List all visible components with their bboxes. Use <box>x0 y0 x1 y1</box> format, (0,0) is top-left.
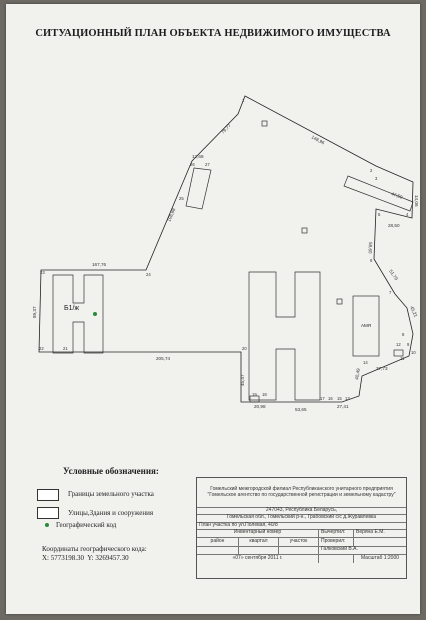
dist-4-5: 28,50 <box>388 223 400 228</box>
stamp-date: «07» сентября 2011 г. <box>197 554 319 563</box>
building-b1 <box>52 274 104 354</box>
legend-plot-boundary-swatch <box>37 489 59 501</box>
land-plot-boundary <box>38 95 414 403</box>
vertex-23: 23 <box>40 270 45 275</box>
structure-mark-4 <box>249 395 260 403</box>
vertex-17: 17 <box>320 396 325 401</box>
vertex-4: 4 <box>406 212 409 217</box>
dist-11-13: 27,41 <box>337 404 349 409</box>
building-label-shed: АМЯ <box>361 323 371 328</box>
dist-8-9: 27,73 <box>376 366 388 371</box>
stamp-address-2: Гомельская обл., Гомельский р-н., Грабов… <box>226 514 377 521</box>
legend-title: Условные обозначения: <box>63 466 159 476</box>
stamp-quarter: квартал <box>239 537 279 546</box>
stamp-section: участок <box>279 537 319 546</box>
stamp-org: Гомельский межгородской филиал Республик… <box>207 486 396 498</box>
vertex-6: 6 <box>370 258 373 263</box>
stamp-district: район <box>197 537 239 546</box>
dist-13-18: 53,65 <box>295 407 307 412</box>
geo-code-dot <box>93 312 97 316</box>
site-plan: Б1/ж АМЯ 148,96 47,50 14,06 28,50 59,60 … <box>32 95 419 412</box>
vertex-16: 16 <box>328 396 333 401</box>
dist-18-19: 20,98 <box>254 404 266 409</box>
vertex-24: 24 <box>146 272 151 277</box>
vertex-2: 2 <box>370 168 373 173</box>
x-label: X: <box>42 554 49 562</box>
stamp-address-1: 247043, Республика Беларусь, <box>265 507 338 513</box>
geo-code-icon <box>45 523 49 527</box>
dist-3-4: 14,06 <box>414 195 419 207</box>
vertex-18: 18 <box>262 392 267 397</box>
vertex-21: 21 <box>63 346 68 351</box>
dist-26-27: 12,68 <box>192 154 204 159</box>
coords-values: X: 5773198.30 Y: 3269457.30 <box>42 554 147 563</box>
dist-22-23: 89,37 <box>32 306 37 318</box>
vertex-7: 7 <box>389 290 392 295</box>
structure-mark-2 <box>301 227 308 234</box>
structure-mark-1 <box>261 120 268 127</box>
building-tiny <box>393 349 404 357</box>
dist-5-6: 59,60 <box>368 242 373 254</box>
title-block: Гомельский межгородской филиал Республик… <box>196 477 407 579</box>
legend-item-buildings: Улицы,Здания и сооружения <box>68 509 154 517</box>
structure-mark-3 <box>336 298 343 305</box>
vertex-20: 20 <box>242 346 247 351</box>
page-title: СИТУАЦИОННЫЙ ПЛАН ОБЪЕКТА НЕДВИЖИМОГО ИМ… <box>35 28 391 39</box>
building-main <box>248 271 321 401</box>
dist-6-7: 51,79 <box>388 269 399 282</box>
dist-27-1: 79,77 <box>220 123 232 135</box>
stamp-plot-plan: План участка по ул.Полевая, 40/8 <box>199 522 278 528</box>
stamp-checked-name: Галковский В.А. <box>321 546 358 553</box>
dist-1-2: 148,96 <box>311 134 326 145</box>
document-sheet: СИТУАЦИОННЫЙ ПЛАН ОБЪЕКТА НЕДВИЖИМОГО ИМ… <box>6 4 420 614</box>
building-small <box>185 167 212 210</box>
vertex-25: 25 <box>179 196 184 201</box>
dist-2-3: 47,50 <box>391 191 404 200</box>
coords-title: Координаты географического кода: <box>42 545 147 553</box>
vertex-26: 26 <box>190 162 195 167</box>
vertex-1: 1 <box>242 98 245 103</box>
stamp-checked-label: Проверил: <box>319 537 354 546</box>
stamp-drawn-name: Веряна Е.М. <box>356 529 385 536</box>
vertex-3: 3 <box>375 176 378 181</box>
vertex-8: 8 <box>402 332 405 337</box>
legend-item-geo-code: Географический код <box>56 521 117 529</box>
stamp-drawn-label: Вычертил: <box>319 529 354 537</box>
vertex-14: 14 <box>363 360 368 365</box>
vertex-22: 22 <box>39 346 44 351</box>
vertex-5: 5 <box>378 212 381 217</box>
legend-item-plot-boundary: Границы земельного участка <box>68 490 154 498</box>
vertex-15: 15 <box>337 396 342 401</box>
vertex-13: 13 <box>345 396 350 401</box>
dist-19-20: 45,47 <box>240 374 245 386</box>
x-value: 5773198.30 <box>50 554 84 562</box>
vertex-11: 11 <box>400 356 405 361</box>
vertex-9: 9 <box>407 342 410 347</box>
vertex-10: 10 <box>411 350 416 355</box>
vertex-12: 12 <box>396 342 401 347</box>
geo-coordinates: Координаты географического кода: X: 5773… <box>42 545 147 563</box>
dist-20-21: 205,74 <box>156 356 170 361</box>
dist-7-8: 45,21 <box>409 305 419 318</box>
dist-9-10: 40,49 <box>354 368 361 381</box>
y-label: Y: <box>87 554 94 562</box>
vertex-27: 27 <box>205 162 210 167</box>
dist-24-25: 108,88 <box>166 207 176 222</box>
stamp-scale: Масштаб 1:2000 <box>360 554 400 561</box>
dist-23-24: 167,76 <box>92 262 106 267</box>
stamp-inventory: Инвентарный номер <box>197 529 319 537</box>
legend-buildings-swatch <box>37 507 59 519</box>
building-shed <box>352 295 380 357</box>
building-strip <box>343 175 414 212</box>
building-label-b1: Б1/ж <box>64 305 79 312</box>
y-value: 3269457.30 <box>95 554 129 562</box>
vertex-19: 19 <box>252 392 257 397</box>
